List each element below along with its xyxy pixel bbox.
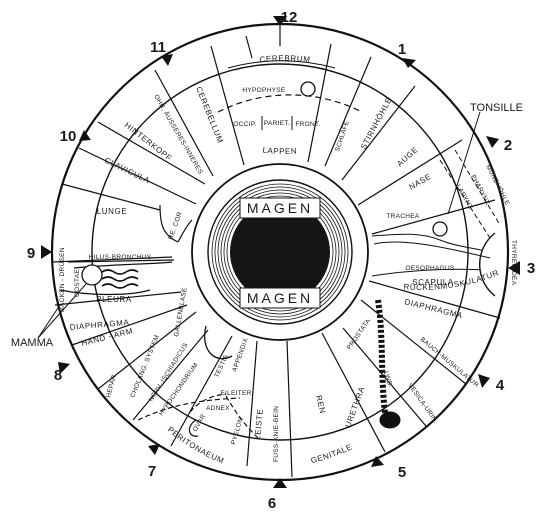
adnex-label: ADNEX <box>206 405 230 412</box>
thyreoidea-label: THYREOIDEA <box>510 240 517 286</box>
magen-top-label: MAGEN <box>247 200 313 216</box>
trachea-label: TRACHEA <box>386 213 420 220</box>
clock-number-7: 7 <box>148 463 156 480</box>
lunge-label: LUNGE <box>97 207 128 216</box>
clock-number-6: 6 <box>268 495 276 512</box>
cerebrum-label: CEREBRUM <box>259 54 311 65</box>
front-label: FRONT. <box>295 121 320 128</box>
clock-number-11: 11 <box>150 39 166 56</box>
hypophyse-circle <box>301 82 315 96</box>
occip-label: OCCIP. <box>233 121 256 128</box>
clock-number-3: 3 <box>527 260 535 277</box>
pleura-label: PLEURA <box>96 295 132 304</box>
oesophagus-label: OESOPHAGUS <box>405 265 455 272</box>
clock-number-1: 1 <box>398 41 406 58</box>
costae-circle <box>82 265 102 285</box>
clock-number-4: 4 <box>496 377 505 394</box>
mamma-callout: MAMMA <box>11 337 54 349</box>
larynx-circle <box>433 222 447 236</box>
hypophyse-label: HYPOPHYSE <box>242 87 286 94</box>
clock-number-10: 10 <box>60 128 77 145</box>
costae-label: COSTAE <box>74 269 81 297</box>
fuss-knie-bein-label: FUSS-KNIE-BEIN <box>273 406 280 462</box>
hilus-bronchus-label: HILUS-BRONCHUS <box>89 254 152 261</box>
nacken-druesen-label: NACKEN - DRÜSEN <box>58 247 66 312</box>
magen-bottom-label: MAGEN <box>247 290 313 306</box>
clock-number-5: 5 <box>398 464 406 481</box>
eileiter-label: EILEITER <box>220 390 251 397</box>
clock-number-8: 8 <box>54 367 62 384</box>
clock-number-9: 9 <box>27 245 35 262</box>
pariet-label: PARIET. <box>264 120 290 127</box>
clock-number-2: 2 <box>504 137 512 154</box>
clock-number-12: 12 <box>281 9 298 26</box>
tonsille-callout: TONSILLE <box>470 102 523 114</box>
